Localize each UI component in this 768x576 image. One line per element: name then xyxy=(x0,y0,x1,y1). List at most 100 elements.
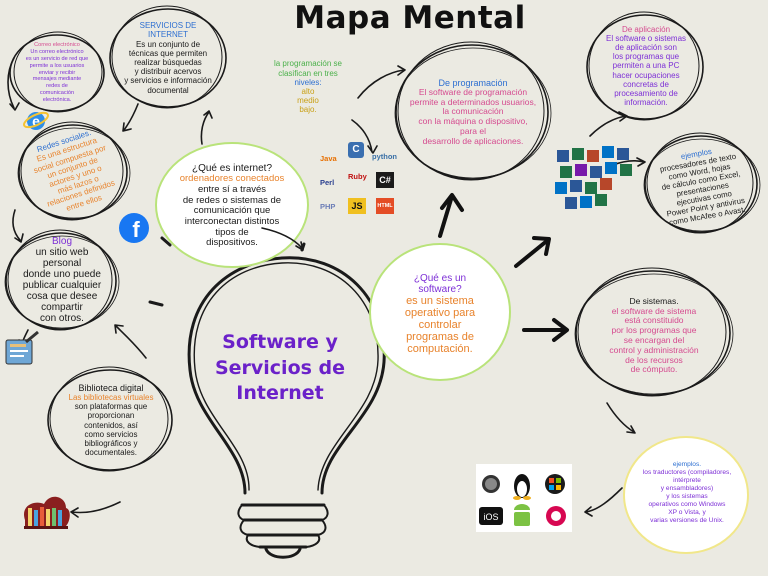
de-sistemas-line: control y administración xyxy=(609,344,699,355)
de-sistemas-line: por los programas que xyxy=(611,325,697,336)
node-de-aplicacion: De aplicación El software o sistemas de … xyxy=(594,18,698,114)
central-topic-line-2: Servicios de xyxy=(214,356,346,379)
que-software-line: controlar xyxy=(418,318,462,331)
biblioteca-heading: Biblioteca digital xyxy=(78,382,144,393)
node-que-es-internet: ¿Qué es internet? ordenadores conectados… xyxy=(164,152,300,260)
de-programacion-line: permite a determinados usuarios, xyxy=(409,96,537,107)
de-aplicacion-line: concretas de xyxy=(623,79,669,89)
svg-text:iOS: iOS xyxy=(483,512,498,522)
correo-line: enviar y recibir xyxy=(38,69,76,76)
javascript-logo-icon: JS xyxy=(348,198,366,214)
ejemplos-sistemas-line: y los sistemas xyxy=(666,493,708,500)
php-logo-icon: PHP xyxy=(320,202,336,211)
de-aplicacion-heading: De aplicación xyxy=(621,24,671,34)
perl-logo-icon: Perl xyxy=(320,178,335,187)
que-internet-heading: ¿Qué es internet? xyxy=(191,163,273,175)
correo-line: Correo electrónico xyxy=(34,41,80,48)
arrow-software-to-aplicacion xyxy=(514,236,551,268)
de-sistemas-heading: De sistemas. xyxy=(629,295,679,306)
ejemplos-sistemas-line: intérprete xyxy=(673,477,701,485)
blog-line: un sitio web xyxy=(35,247,89,258)
node-servicios-internet: SERVICIOS DE INTERNET Es un conjunto de … xyxy=(112,11,224,105)
biblioteca-line: proporcionan xyxy=(87,411,135,421)
ejemplos-sistemas-line: los traductores (compiladores, xyxy=(642,469,732,477)
node-que-es-software: ¿Qué es un software? es un sistema opera… xyxy=(374,258,506,370)
servicios-line: técnicas que permiten xyxy=(128,48,208,58)
correo-line: electrónica. xyxy=(42,97,72,104)
de-sistemas-line: está constituido xyxy=(624,315,684,326)
que-software-line: es un sistema xyxy=(406,294,474,307)
de-programacion-line: con la máquina o dispositivo, xyxy=(418,116,528,127)
bulb-outline-sketch xyxy=(193,262,379,491)
ejemplos-sistemas-line: operativos como Windows xyxy=(648,500,726,508)
biblioteca-line: bibliográficos y xyxy=(84,438,138,448)
circle-servicios-internet xyxy=(109,5,227,109)
de-sistemas-line: de los recursos xyxy=(625,354,683,365)
circle-de-programacion xyxy=(394,41,552,181)
correo-line: es un servicio de red que xyxy=(25,55,89,62)
c-logo-icon: C xyxy=(348,142,364,158)
de-aplicacion-line: hacer ocupaciones xyxy=(612,70,680,80)
niveles-level: medio xyxy=(297,96,319,106)
niveles-level: alto xyxy=(301,87,315,96)
ejemplos-sistemas-line: y ensambladores) xyxy=(660,485,714,493)
svg-text:f: f xyxy=(132,217,140,242)
node-biblioteca-digital: Biblioteca digital Las bibliotecas virtu… xyxy=(52,374,170,466)
blog-line: donde uno puede xyxy=(23,269,101,280)
de-aplicacion-line: de aplicación son xyxy=(615,43,677,53)
ejemplos-sistemas-heading: ejemplos. xyxy=(672,461,702,469)
que-internet-line: entre sí a través xyxy=(197,184,267,196)
biblioteca-line: documentales. xyxy=(84,448,138,458)
niveles-line: la programación se xyxy=(273,59,343,69)
arrow-to-de-aplicacion xyxy=(589,111,628,137)
que-internet-line: de redes o sistemas de xyxy=(182,194,282,206)
arrow-software-to-programacion xyxy=(438,193,464,238)
arrow-to-biblioteca xyxy=(114,324,147,359)
que-internet-line: interconectan distintos xyxy=(184,215,280,227)
de-aplicacion-line: procesamiento de xyxy=(614,88,678,98)
servicios-line: y distribuir acervos xyxy=(134,67,202,77)
servicios-line: y servicios e información xyxy=(124,76,212,86)
blog-line: compartir xyxy=(41,302,83,313)
que-internet-line: comunicación que xyxy=(193,205,271,217)
que-software-heading-1: ¿Qué es un xyxy=(413,272,467,284)
blog-line: con otros. xyxy=(40,313,84,324)
csharp-logo-icon: C# xyxy=(376,172,394,188)
que-internet-line: tipos de xyxy=(215,226,249,238)
de-sistemas-line: el software de sistema xyxy=(611,305,697,316)
arrow-to-correo xyxy=(7,57,20,111)
de-programacion-line: la comunicación xyxy=(442,106,504,117)
circle-biblioteca xyxy=(47,366,173,472)
python-logo-icon: python xyxy=(372,152,397,161)
android-icon xyxy=(514,504,530,526)
ios-icon: iOS xyxy=(479,507,503,525)
correo-line: comunicación xyxy=(39,90,75,97)
circle-de-sistemas xyxy=(574,267,734,397)
que-software-line: computación. xyxy=(407,343,473,356)
central-topic-line-1: Software y xyxy=(222,331,338,353)
node-correo: Correo electrónico Un correo electrónico… xyxy=(12,36,102,110)
node-de-programacion: De programación El software de programac… xyxy=(404,60,542,164)
blog-line: publicar cualquier xyxy=(22,280,102,291)
circle-ejemplos-sistemas xyxy=(623,436,749,554)
que-software-line: operativo para xyxy=(404,306,476,319)
correo-line: mensajes mediante xyxy=(32,76,82,83)
servicios-line: Es un conjunto de xyxy=(135,39,201,49)
programming-languages-logos: Java C python Perl Ruby C# PHP JS HTML xyxy=(318,142,402,220)
de-sistemas-line: se encargan del xyxy=(623,335,685,345)
arrow-to-ejemplos-sistemas xyxy=(606,402,636,434)
servicios-heading-2: INTERNET xyxy=(148,30,188,40)
circle-de-aplicacion xyxy=(586,11,704,121)
biblioteca-line: son plataformas que xyxy=(74,402,148,412)
arrow-to-library-icon xyxy=(70,501,121,518)
de-sistemas-line: de cómputo. xyxy=(630,364,678,375)
apple-icon xyxy=(482,475,500,493)
biblioteca-line: contenidos, así xyxy=(84,420,138,430)
library-books-icon xyxy=(24,496,70,529)
correo-line: Un correo electrónico xyxy=(30,48,84,55)
facebook-icon: f xyxy=(119,213,149,243)
bulb-base-sides xyxy=(237,504,329,548)
que-software-heading-2: software? xyxy=(418,283,462,295)
html5-logo-icon: HTML xyxy=(376,198,394,214)
arrow-to-servicios xyxy=(200,110,213,145)
